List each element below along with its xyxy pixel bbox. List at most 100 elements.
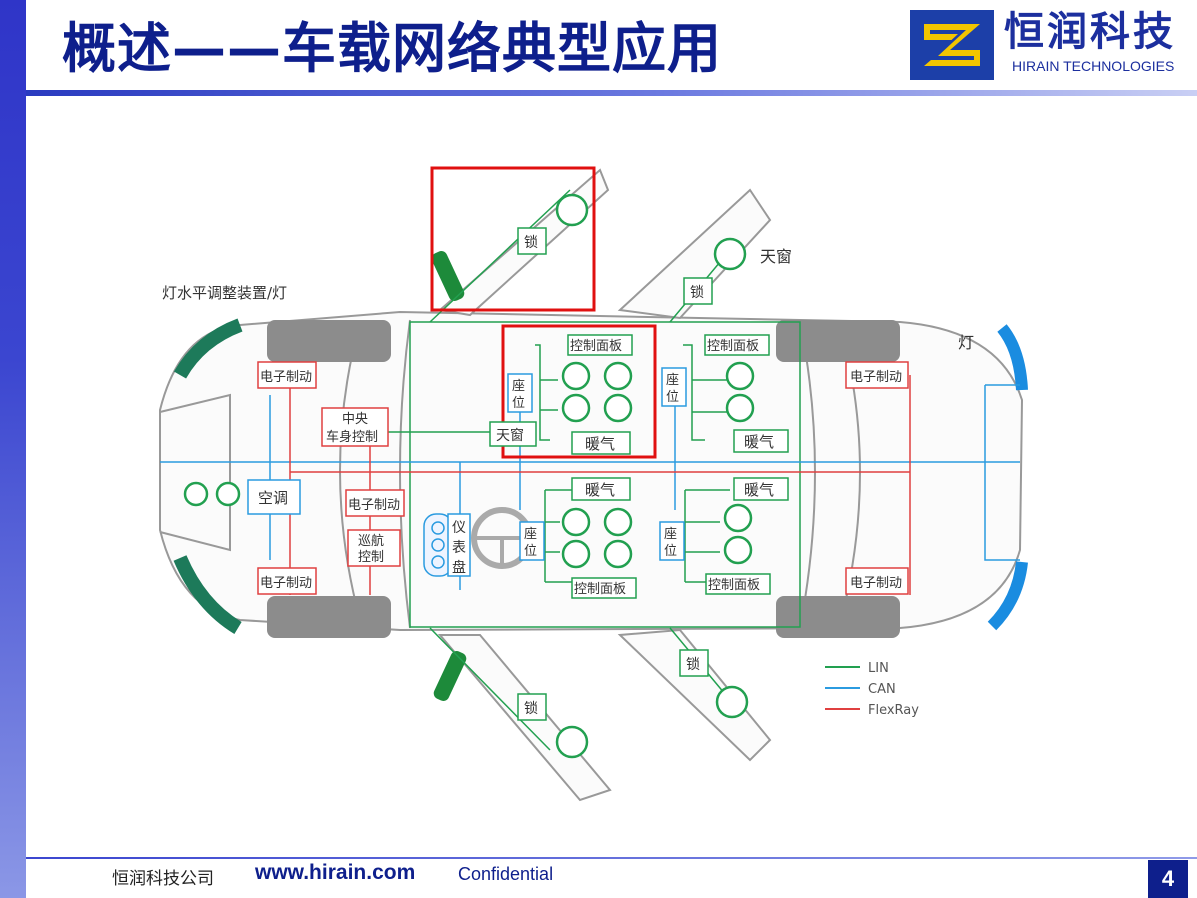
svg-text:控制面板: 控制面板 [574,582,626,597]
svg-text:座: 座 [512,379,525,394]
door-motor-icon [555,725,589,759]
svg-text:锁: 锁 [690,285,704,301]
wheel-front-right [267,596,391,638]
footer-url[interactable]: www.hirain.com [255,861,416,884]
svg-text:座: 座 [664,527,677,542]
label-sunroof: 天窗 [760,247,792,266]
seat-box-rear-left: 座 位 [661,367,687,407]
svg-text:电子制动: 电子制动 [348,498,400,513]
ac-box: 空调 [247,479,301,515]
rear-lamp-bottom [987,561,1028,631]
svg-text:暖气: 暖气 [585,481,615,499]
logo-name-cn: 恒润科技 [1004,9,1176,55]
label-lamp: 灯 [958,333,974,352]
control-panel-box: 控制面板 [704,334,770,356]
front-lamp-top [173,318,243,379]
seat-motor-group [561,361,755,569]
page-number: 4 [1148,860,1188,898]
wheel-front-left [267,320,391,362]
svg-text:暖气: 暖气 [744,433,774,451]
ac-motor-icon [183,481,209,507]
front-lamp-bottom [173,555,242,634]
title-divider [26,90,1197,96]
mirror-bottom [433,651,467,701]
svg-text:锁: 锁 [524,235,538,251]
svg-text:控制面板: 控制面板 [707,339,759,354]
svg-text:电子制动: 电子制动 [260,370,312,385]
svg-text:锁: 锁 [524,701,538,717]
seat-box-front-right: 座 位 [519,521,545,561]
legend-item-flexray: FlexRay [868,703,919,718]
seat-box-rear-right: 座 位 [659,521,685,561]
legend-item-can: CAN [868,682,896,697]
instrument-cluster: 仪 表 盘 [423,513,471,577]
svg-text:控制面板: 控制面板 [708,578,760,593]
door-rear-top [617,188,772,320]
svg-text:仪: 仪 [452,520,466,536]
ac-motor-icon [215,481,241,507]
footer-confidential: Confidential [458,864,554,884]
svg-text:控制面板: 控制面板 [570,339,622,354]
svg-text:位: 位 [664,544,677,559]
svg-text:座: 座 [666,373,679,388]
footer-divider [26,857,1197,859]
svg-text:位: 位 [512,396,525,411]
left-accent-bar [0,0,26,898]
svg-text:电子制动: 电子制动 [260,576,312,591]
highlight-door-module [430,166,596,312]
heating-box: 暖气 [733,429,789,453]
svg-text:锁: 锁 [686,657,700,673]
lock-box: 锁 [679,649,709,677]
control-panel-box: 控制面板 [567,334,633,356]
wheel-rear-right [776,596,900,638]
svg-text:盘: 盘 [452,559,466,576]
logo-name-en: HIRAIN TECHNOLOGIES [1012,58,1175,74]
seat-box-front-left: 座 位 [507,373,533,413]
legend: LIN CAN FlexRay [825,661,919,718]
heating-box: 暖气 [733,477,789,501]
hirain-logo-icon [910,10,994,80]
svg-text:位: 位 [524,544,537,559]
svg-text:中央: 中央 [342,412,368,427]
wheel-rear-left [776,320,900,362]
heating-box: 暖气 [571,431,631,455]
svg-text:电子制动: 电子制动 [850,370,902,385]
svg-text:位: 位 [666,390,679,405]
ebrake-box: 电子制动 [345,489,405,517]
door-motor-icon [715,685,749,719]
svg-text:天窗: 天窗 [496,427,524,444]
svg-text:电子制动: 电子制动 [850,576,902,591]
svg-text:表: 表 [452,540,466,556]
ebrake-box: 电子制动 [257,361,317,389]
svg-text:座: 座 [524,527,537,542]
cruise-control-box: 巡航 控制 [347,529,401,567]
lock-box: 锁 [517,227,547,255]
lock-box: 锁 [517,693,547,721]
door-motor-icon [555,193,589,227]
ebrake-box: 电子制动 [845,567,909,595]
svg-text:车身控制: 车身控制 [326,429,378,445]
svg-text:暖气: 暖气 [585,435,615,453]
heating-box: 暖气 [571,477,631,501]
highlight-seat-module [501,324,657,459]
door-rear-bottom [617,628,772,762]
control-panel-box: 控制面板 [705,573,771,595]
footer-company: 恒润科技公司 [112,869,214,889]
label-headlight-level: 灯水平调整装置/灯 [162,284,287,302]
mirror-top [431,251,465,301]
vehicle-network-diagram: 灯水平调整装置/灯 灯 天窗 锁 锁 锁 锁 电子制动 电子制动 电子制动 电子… [159,166,1028,802]
slide-title: 概述——车载网络典型应用 [62,17,722,80]
svg-text:控制: 控制 [358,550,384,565]
svg-text:暖气: 暖气 [744,481,774,499]
lock-box: 锁 [683,277,713,305]
sunroof-motor-icon [713,237,747,271]
svg-text:巡航: 巡航 [358,533,384,549]
control-panel-box: 控制面板 [571,577,637,599]
ebrake-box: 电子制动 [257,567,317,595]
central-body-control-box: 中央 车身控制 [321,407,389,447]
ebrake-box: 电子制动 [845,361,909,389]
svg-text:空调: 空调 [258,489,288,507]
rear-lamp-top [997,324,1028,391]
sunroof-box: 天窗 [489,421,537,447]
legend-item-lin: LIN [868,661,889,676]
